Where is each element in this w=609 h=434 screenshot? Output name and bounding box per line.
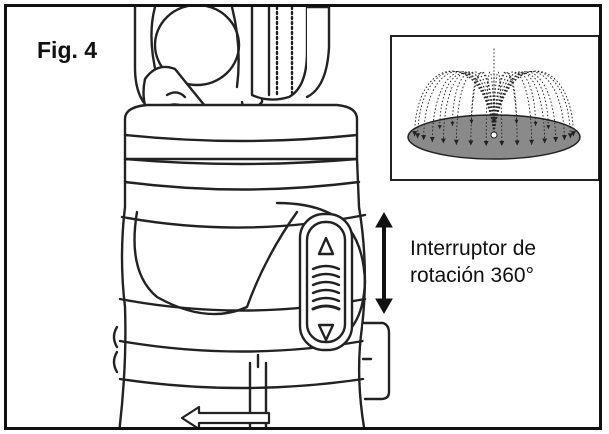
spray-arrowhead: [542, 138, 548, 144]
spray-lines: [414, 47, 574, 146]
triangle-down-icon: [317, 323, 335, 342]
spray-arrowhead: [561, 135, 567, 141]
spray-trajectory: [451, 72, 495, 134]
spray-arrowhead: [529, 139, 535, 145]
spray-trajectory: [493, 72, 537, 134]
spray-arrowhead: [553, 136, 559, 142]
spray-trajectory: [493, 70, 574, 137]
spray-trajectory: [493, 71, 533, 145]
spray-arrowhead: [483, 140, 489, 146]
arrow-left-icon: [180, 405, 271, 427]
spray-trajectory: [417, 70, 495, 139]
rotation-switch: [298, 212, 354, 352]
spray-trajectory: [471, 72, 495, 134]
spray-arrowhead: [421, 135, 427, 141]
spray-trajectory: [493, 71, 503, 146]
spray-dome-diagram: [407, 47, 581, 160]
spray-arrowhead: [567, 133, 573, 139]
spray-arrowhead: [492, 119, 496, 123]
spray-trajectory: [455, 71, 495, 145]
triangle-up-icon: [317, 236, 335, 256]
spray-trajectory: [493, 72, 517, 134]
device-illustration: [112, 7, 393, 427]
spray-arrowhead: [570, 131, 576, 137]
callout-line-1: Interruptor de: [410, 237, 537, 260]
figure-frame: Fig. 4 Interruptor de rotación 360°: [4, 4, 602, 430]
figure-label: Fig. 4: [37, 37, 98, 63]
latch: [361, 321, 391, 401]
spray-arrowhead: [468, 140, 474, 146]
double-arrow-vertical-icon: [375, 211, 393, 315]
spray-arrowhead: [453, 139, 459, 145]
spray-arrowhead: [546, 125, 551, 130]
spray-arrowhead: [514, 140, 520, 146]
spray-arrowhead: [514, 119, 519, 124]
spray-arrowhead: [450, 121, 455, 126]
spray-arrowhead: [533, 121, 538, 126]
spray-arrowhead: [429, 136, 435, 142]
spray-arrowhead: [437, 125, 442, 130]
device-collar: [123, 103, 359, 166]
spray-arrowhead: [412, 131, 418, 137]
sprinkler-center: [490, 131, 498, 139]
spray-arrowhead: [440, 138, 446, 144]
spray-trajectory: [442, 71, 495, 144]
spray-arrowhead: [499, 140, 505, 146]
callout-line-2: rotación 360°: [410, 264, 534, 287]
switch-callout: Interruptor de rotación 360°: [410, 235, 599, 289]
spray-arrowhead: [415, 133, 421, 139]
spray-trajectory: [431, 71, 495, 142]
spray-pattern-inset: [390, 35, 599, 181]
spray-trajectory: [485, 71, 495, 146]
spray-arrowhead: [469, 119, 474, 124]
spray-arrowheads: [412, 119, 576, 146]
